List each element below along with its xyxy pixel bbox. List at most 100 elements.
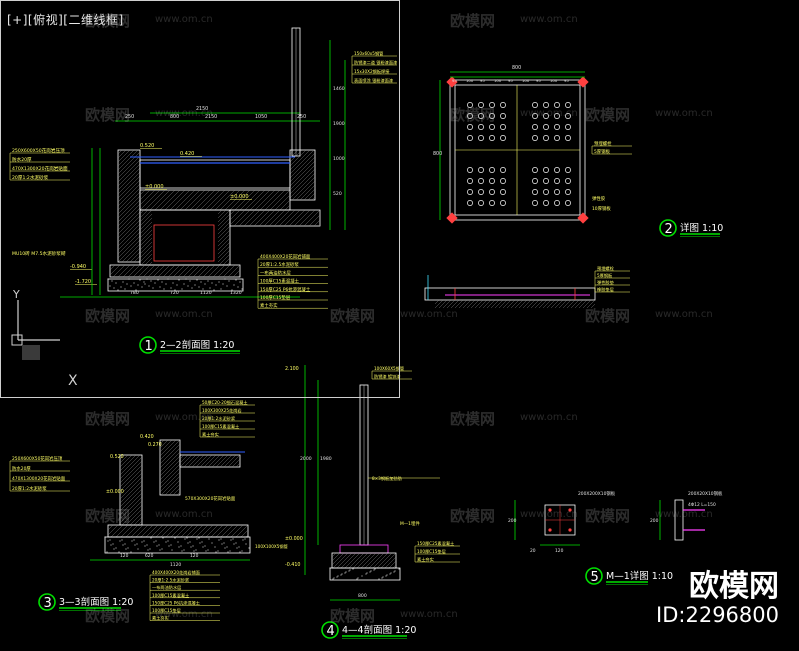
hatch-line [152,264,166,278]
aggregate-dot [214,546,216,548]
hatch-line [289,172,316,199]
hatch-line [159,443,181,465]
hatch-line [229,209,246,226]
aggregate-dot [215,284,217,286]
ucs-origin-box [11,334,23,346]
hatch-line [159,467,181,489]
hatch-line [159,471,181,493]
hatch-line [170,524,184,538]
dimension-text: 620 [145,553,154,559]
hatch-line [139,241,153,255]
annotation-text: 10厚钢板 [592,205,611,212]
annotation-text: 5厚钢板 [597,272,613,279]
aggregate-dot [117,289,119,291]
aggregate-dot [389,573,391,575]
aggregate-dot [211,282,213,284]
hatch-line [534,299,544,309]
annotation-text: 一布两油防水层 [260,269,291,276]
hatch-line [203,454,217,468]
aggregate-dot [373,569,375,571]
hatch-line [191,454,205,468]
aggregate-dot [183,549,185,551]
dimension-text: 100 [550,78,558,83]
hatch-line [510,299,520,309]
hatch-line [160,524,174,538]
hatch-line [117,149,127,159]
bolt-hole [489,189,495,195]
dimension-text: 1120 [170,562,181,568]
aggregate-dot [200,281,202,283]
annotation-text: 防锈漆二道 银粉漆面漆 [354,59,397,66]
bolt-hole [532,113,538,119]
bolt-hole [489,178,495,184]
aggregate-dot [130,285,132,287]
pool-right-wall-hatch [289,149,316,201]
bolt-hole [543,135,549,141]
annotation-text: 一布两油防水层 [152,584,181,591]
aggregate-dot [385,575,387,577]
dimension-text: 520 [333,191,342,197]
elevation-tag: 0.420 [180,151,194,157]
aggregate-dot [136,543,138,545]
hatch-line [240,529,249,538]
elevation-tag: ±0.000 [230,194,249,200]
anchor-bar [548,528,552,532]
hatch-line [578,299,588,309]
aggregate-dot [205,550,207,552]
hatch-line [217,237,231,251]
hatch-line [303,209,321,227]
hatch-line [352,552,369,569]
aggregate-dot [213,289,215,291]
hatch-line [229,209,241,221]
hatch-line [117,227,141,251]
plate-outer [449,79,586,221]
aggregate-dot [207,549,209,551]
hatch-line [183,454,197,468]
aggregate-dot [133,539,135,541]
aggregate-dot [336,576,338,578]
annotation-text: 素土夯实 [202,431,219,438]
hatch-line [119,500,143,524]
hatch-line [150,524,164,538]
bolt-hole [467,113,473,119]
bolt-hole [565,167,571,173]
model-id: ID:2296800 [656,603,779,627]
watermark-text: 欧模网 [450,106,496,124]
aggregate-dot [199,542,201,544]
watermark-text: 欧模网 [450,12,496,30]
annotation-text: 470X1300X20花岗岩贴面 [12,165,68,172]
hatch-line [190,524,204,538]
aggregate-dot [218,281,220,283]
hatch-line [119,464,143,488]
hatch-line [182,264,196,278]
annotation-text: 弹性胶垫 [597,279,615,286]
hatch-line [164,189,186,211]
annotation-text: 20厚1:2.5水泥砂浆 [152,577,190,584]
bolt-hole [543,200,549,206]
hatch-line [117,183,141,207]
anchor-bar [568,528,572,532]
section-title: 3—3剖面图 1:20 [59,596,133,608]
watermark-url: www.om.cn [400,609,458,620]
bolt-hole [554,167,560,173]
hatch-line [121,504,143,526]
hatch-line [117,235,141,259]
hatch-line [187,264,201,278]
footing-4-gravel [329,567,400,580]
hatch-line [109,264,116,271]
aggregate-dot [115,282,117,284]
aggregate-dot [120,286,122,288]
viewport-frame[interactable]: [+][俯视][二维线框] [0,0,400,398]
bolt-hole [554,200,560,206]
bolt-hole [543,178,549,184]
viewport-label[interactable]: [+][俯视][二维线框] [7,13,124,27]
section-title: 2—2剖面图 1:20 [160,339,234,351]
hatch-line [195,524,209,538]
hatch-line [239,189,261,211]
annotation-text: 100厚C15垫层 [152,607,181,614]
hatch-line [454,299,464,309]
hatch-line [562,299,572,309]
aggregate-dot [235,279,237,281]
